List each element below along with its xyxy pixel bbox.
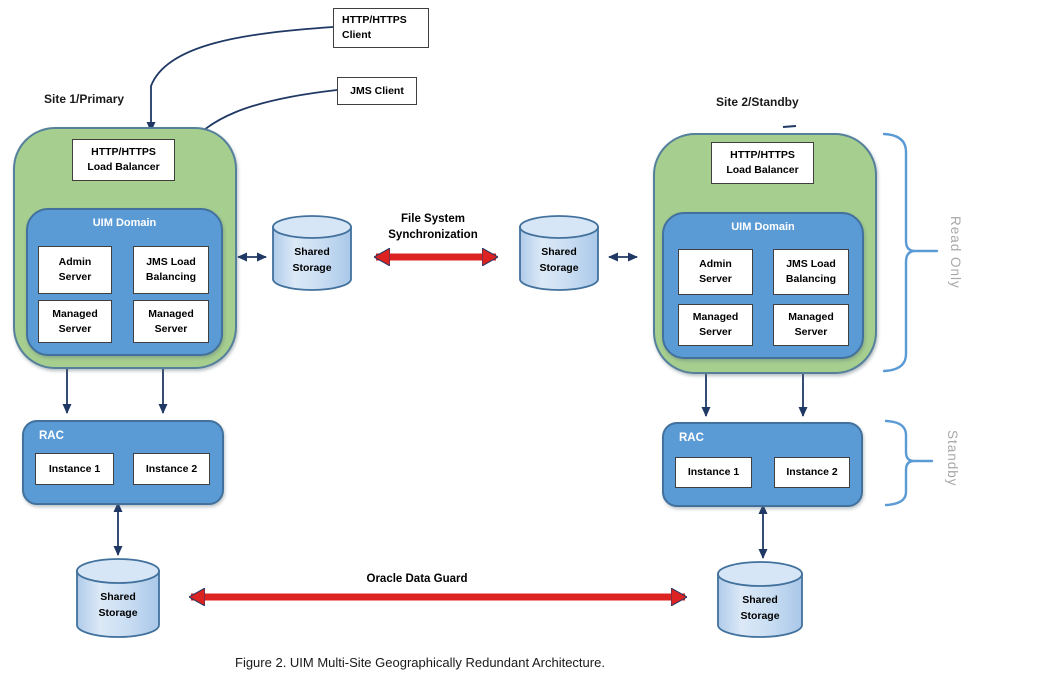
jms-client-label: JMS Client xyxy=(350,84,404,97)
site2-jmslb-line2: Balancing xyxy=(785,273,837,285)
site1-jms-load-balancing-box: JMS Load Balancing xyxy=(133,246,209,294)
site1-instance1-label: Instance 1 xyxy=(48,462,101,475)
read-only-bracket xyxy=(882,132,939,373)
site2-top-tick xyxy=(782,125,797,128)
site1-managed-server1-box: Managed Server xyxy=(38,300,112,343)
site2-rac-panel: RAC Instance 1 Instance 2 xyxy=(662,422,863,507)
site1-jmslb-line1: JMS Load xyxy=(146,256,196,268)
shared-storage-cylinder-bottom-right xyxy=(717,561,803,638)
site1-lb-line2: Load Balancer xyxy=(87,161,160,173)
site2-load-balancer-box: HTTP/HTTPS Load Balancer xyxy=(711,142,814,184)
http-client-label-line1: HTTP/HTTPS xyxy=(342,14,407,26)
jms-client-box: JMS Client xyxy=(337,77,417,105)
site1-admin-line1: Admin xyxy=(58,256,92,268)
site2-rac-title: RAC xyxy=(679,432,704,444)
site1-admin-server-box: Admin Server xyxy=(38,246,112,294)
site1-rac-title: RAC xyxy=(39,430,64,442)
site2-managed2-line2: Server xyxy=(794,326,828,338)
storage-label-bottom-right: Shared Storage xyxy=(740,594,780,622)
http-client-label-line2: Client xyxy=(342,29,372,41)
site2-lb-line2: Load Balancer xyxy=(726,164,799,176)
site1-managed2-line1: Managed xyxy=(148,307,194,320)
site2-instance2-box: Instance 2 xyxy=(774,457,850,488)
site2-lb-line1: HTTP/HTTPS xyxy=(730,149,795,161)
site2-admin-server-box: Admin Server xyxy=(678,249,753,295)
site2-admin-line1: Admin xyxy=(699,258,732,270)
site2-instance1-box: Instance 1 xyxy=(675,457,752,488)
shared-storage-cylinder-bottom-left xyxy=(76,558,160,638)
site2-managed2-line1: Managed xyxy=(788,311,834,323)
read-only-label: Read Only xyxy=(948,216,963,289)
site2-uim-domain: UIM Domain Admin Server JMS Load Balanci… xyxy=(662,212,864,359)
site1-title: Site 1/Primary xyxy=(44,92,125,106)
oracle-data-guard-label: Oracle Data Guard xyxy=(366,573,468,585)
site1-instance2-box: Instance 2 xyxy=(133,453,210,485)
http-client-box: HTTP/HTTPS Client xyxy=(333,8,429,48)
site2-instance1-label: Instance 1 xyxy=(687,466,740,478)
figure-caption: Figure 2. UIM Multi-Site Geographically … xyxy=(235,655,605,670)
standby-bracket xyxy=(884,419,934,507)
file-sync-label: File System Synchronization xyxy=(388,213,478,241)
site1-managed1-line1: Managed xyxy=(52,307,98,320)
site1-instance2-label: Instance 2 xyxy=(145,462,198,475)
site2-uim-domain-title: UIM Domain xyxy=(731,221,795,233)
site1-uim-domain-title: UIM Domain xyxy=(92,217,157,229)
site1-rac-panel: RAC Instance 1 Instance 2 xyxy=(22,420,224,505)
site2-managed-server2-box: Managed Server xyxy=(773,304,849,346)
storage-label-mid-left: Shared Storage xyxy=(292,246,332,274)
shared-storage-cylinder-mid-left xyxy=(272,215,352,291)
site2-admin-line2: Server xyxy=(699,273,732,285)
site1-load-balancer-box: HTTP/HTTPS Load Balancer xyxy=(72,139,175,181)
site2-jms-load-balancing-box: JMS Load Balancing xyxy=(773,249,849,295)
site2-jmslb-line1: JMS Load xyxy=(786,258,836,270)
site1-managed2-line2: Server xyxy=(154,322,188,335)
site1-instance1-box: Instance 1 xyxy=(35,453,114,485)
site2-managed1-line2: Server xyxy=(699,326,732,338)
site2-managed1-line1: Managed xyxy=(692,311,739,323)
site2-instance2-label: Instance 2 xyxy=(786,466,838,478)
shared-storage-cylinder-mid-right xyxy=(519,215,599,291)
site1-admin-line2: Server xyxy=(58,271,92,283)
storage-label-mid-right: Shared Storage xyxy=(539,246,579,274)
site2-managed-server1-box: Managed Server xyxy=(678,304,753,346)
http-client-arrow xyxy=(146,26,334,132)
site1-managed1-line2: Server xyxy=(58,322,92,335)
storage-label-bottom-left: Shared Storage xyxy=(98,591,138,619)
site1-jmslb-line2: Balancing xyxy=(145,271,197,283)
site2-title: Site 2/Standby xyxy=(716,95,799,109)
site1-uim-domain: UIM Domain Admin Server JMS Load Balanci… xyxy=(26,208,223,356)
site1-lb-line1: HTTP/HTTPS xyxy=(91,146,156,158)
site1-managed-server2-box: Managed Server xyxy=(133,300,209,343)
standby-label: Standby xyxy=(945,430,960,487)
